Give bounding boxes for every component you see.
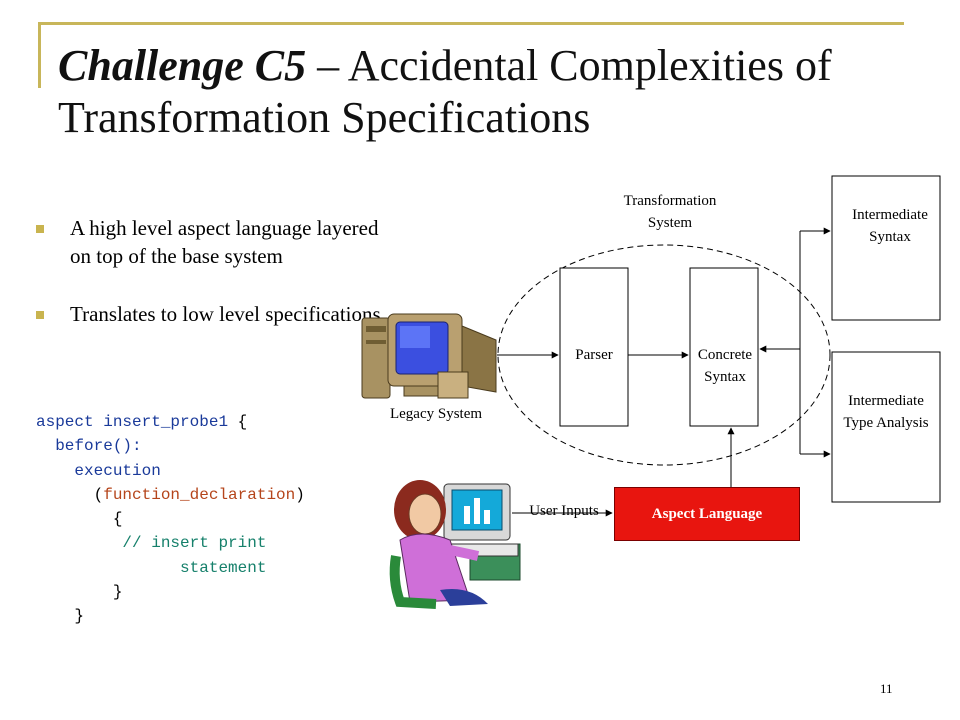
code-brace: } (74, 607, 85, 626)
user-inputs-label: User Inputs (529, 503, 599, 519)
parser-label: Parser (575, 347, 613, 363)
code-brace: { (228, 413, 248, 431)
code-block: aspect insert_probe1 { before(): executi… (36, 410, 305, 629)
aspect-language-box: Aspect Language (614, 487, 800, 541)
code-comment: statement (180, 558, 267, 577)
bullet-list: A high level aspect language layered on … (34, 214, 404, 358)
bullet-text: Translates to low level specifications (70, 302, 381, 326)
code-paren: ( (93, 485, 104, 504)
code-brace: } (112, 583, 123, 602)
parser-box (559, 267, 629, 427)
code-comment: // insert print (122, 534, 267, 553)
code-line: before(): (55, 437, 142, 456)
person-at-computer-icon (389, 480, 521, 609)
intermediate-syntax-box (831, 175, 941, 321)
title-frame-top (38, 22, 904, 25)
intermediate-syntax-label: Intermediate Syntax (852, 207, 928, 245)
title-bold: Challenge C5 (58, 41, 307, 90)
intermediate-type-analysis-label: Intermediate Type Analysis (843, 393, 929, 431)
page-number: 11 (880, 681, 893, 696)
concrete-syntax-box (689, 267, 759, 427)
bullet-square-icon (36, 225, 44, 233)
computer-icon (361, 313, 497, 399)
code-paren: ) (295, 485, 305, 504)
title-rest: – Accidental Complexities of Transformat… (58, 41, 832, 142)
code-function-name: function_declaration (103, 485, 296, 504)
transformation-system-label: Transformation System (623, 193, 717, 231)
title-frame-left (38, 22, 41, 88)
code-brace: { (112, 510, 123, 529)
code-identifier: insert_probe1 (103, 413, 229, 431)
slide-title: Challenge C5 – Accidental Complexities o… (58, 40, 928, 144)
bullet-square-icon (36, 311, 44, 319)
concrete-syntax-label: Concrete Syntax (697, 347, 753, 385)
bullet-item: A high level aspect language layered on … (34, 214, 404, 270)
transformation-system-ellipse (497, 244, 831, 466)
code-line: execution (74, 461, 161, 480)
code-keyword: aspect (36, 413, 104, 431)
legacy-system-label: Legacy System (389, 406, 483, 422)
bullet-item: Translates to low level specifications (34, 300, 404, 328)
intermediate-type-analysis-box (831, 351, 941, 503)
bullet-text: A high level aspect language layered on … (70, 216, 379, 268)
